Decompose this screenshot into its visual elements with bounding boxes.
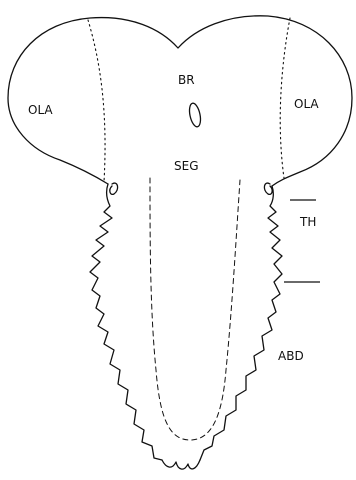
label-abd: ABD: [278, 349, 304, 363]
left-neck-hook: [110, 183, 118, 194]
abdomen-bottom-edge: [162, 460, 200, 469]
label-ola-left: OLA: [28, 103, 53, 117]
left-segment-edge: [90, 184, 162, 460]
right-lobe-boundary: [280, 18, 290, 178]
left-lobe-boundary: [88, 20, 105, 182]
right-neck-hook: [264, 183, 272, 194]
central-ellipse: [188, 102, 203, 128]
inner-cord-outline: [150, 178, 240, 440]
label-ola-right: OLA: [294, 97, 319, 111]
label-seg: SEG: [174, 159, 199, 173]
label-th: TH: [299, 215, 316, 229]
right-segment-edge: [200, 186, 282, 460]
label-br: BR: [178, 73, 195, 87]
